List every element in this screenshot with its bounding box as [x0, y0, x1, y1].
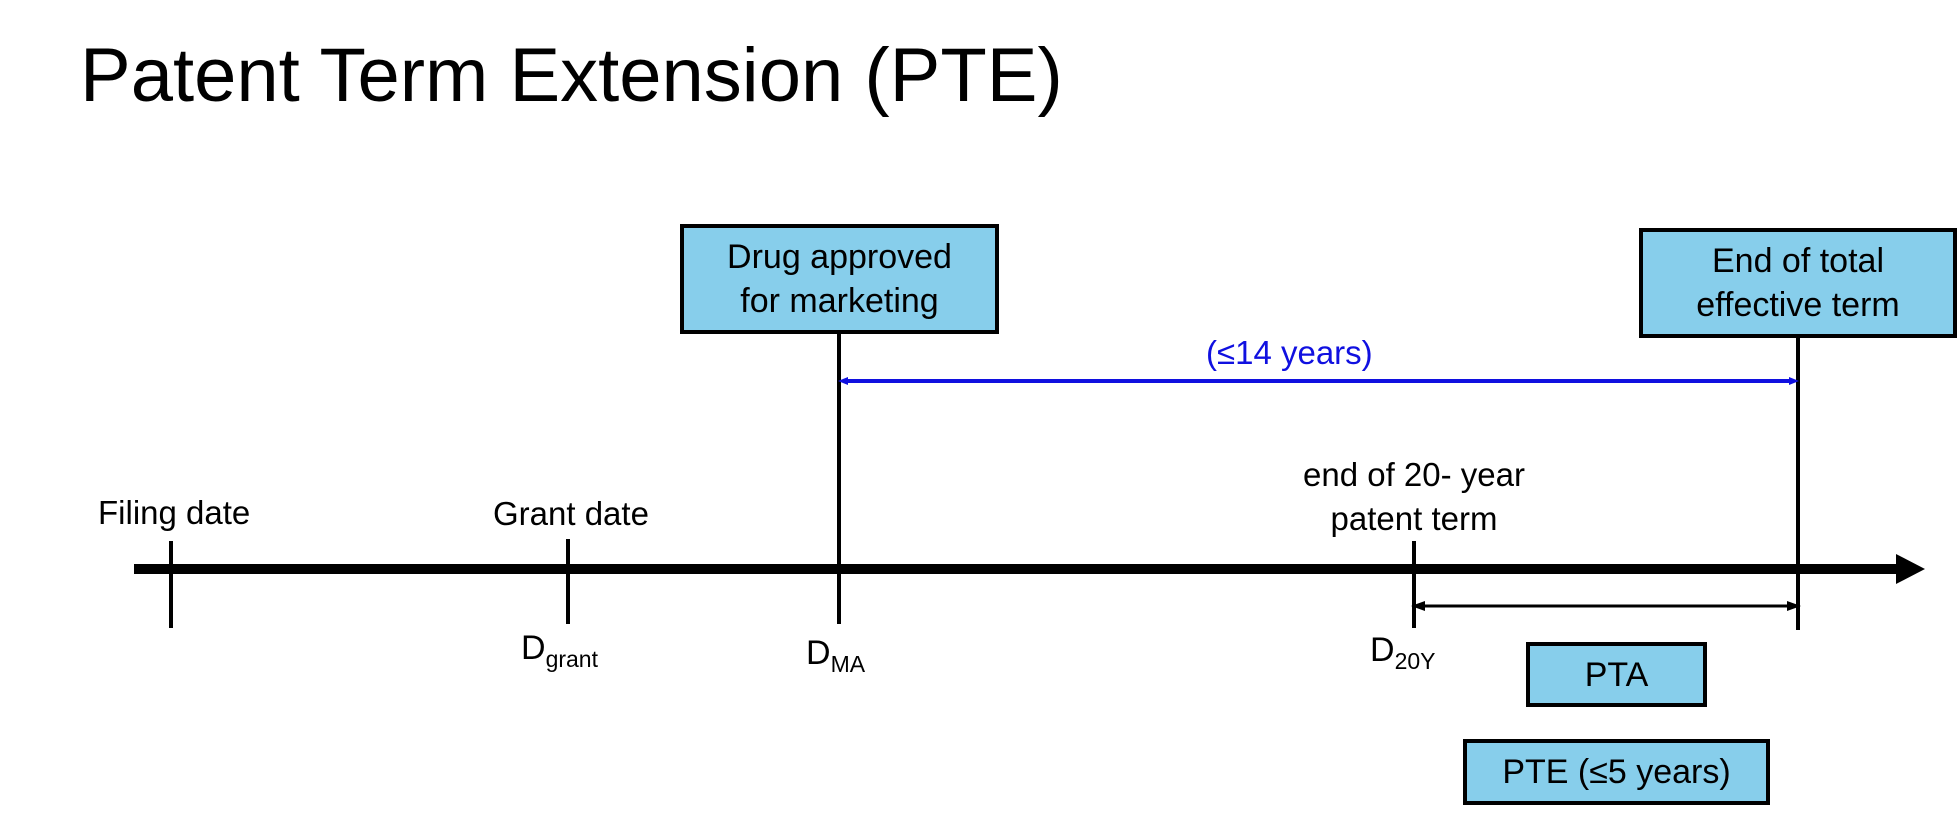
timeline-arrowhead [1896, 554, 1925, 584]
pta-box: PTA [1526, 642, 1707, 707]
end-20-year-label: end of 20- year patent term [1303, 456, 1525, 537]
d-grant-label: Dgrant [521, 629, 598, 672]
drug-approved-box: Drug approved for marketing [680, 224, 999, 334]
end-total-term-box: End of total effective term [1639, 228, 1957, 338]
filing-date-label: Filing date [98, 494, 251, 531]
d-ma-label: DMA [806, 634, 866, 677]
page-title: Patent Term Extension (PTE) [80, 33, 1063, 118]
d-20y-label: D20Y [1370, 631, 1436, 674]
span-14-years-label: (≤14 years) [1206, 334, 1373, 371]
pte-box: PTE (≤5 years) [1463, 739, 1770, 805]
grant-date-label: Grant date [493, 495, 649, 532]
